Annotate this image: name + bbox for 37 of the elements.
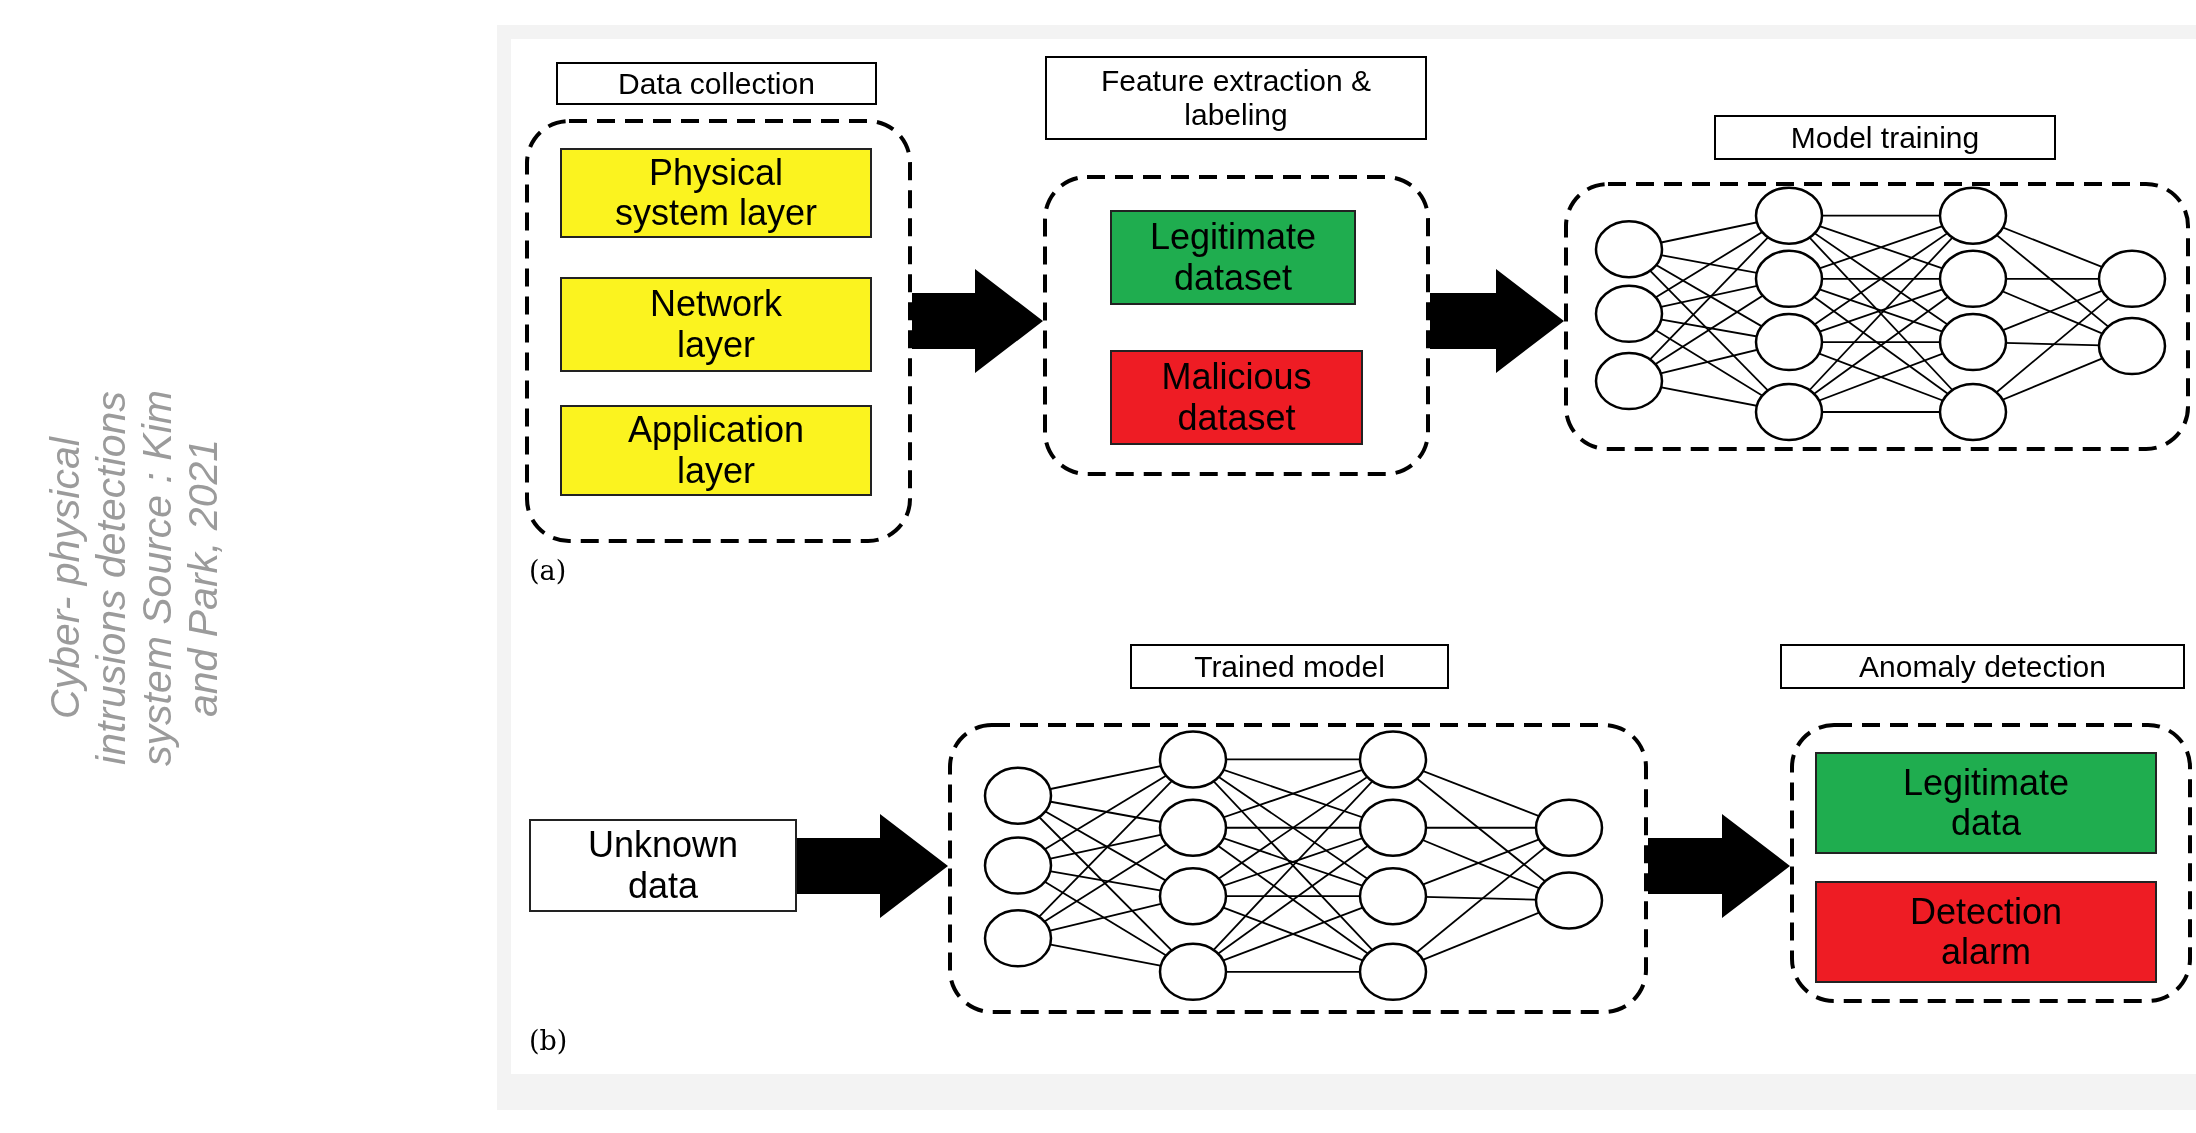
input-box (529, 819, 797, 912)
stage-label-box (1130, 644, 1449, 689)
dashed-group (525, 119, 912, 543)
box-label: Application layer (626, 410, 806, 491)
dashed-group (1043, 175, 1430, 476)
box-label: Detection alarm (1908, 891, 2064, 973)
dataset-box (1815, 881, 2157, 983)
dataset-box (1110, 350, 1363, 445)
box-label: Anomaly detection (1858, 649, 2107, 684)
box-label: Unknown data (586, 825, 740, 906)
stage-label-box (1714, 115, 2056, 160)
box-label: Malicious dataset (1160, 357, 1313, 438)
dataset-box (1815, 752, 2157, 854)
layer-box (560, 277, 872, 372)
arrow (1648, 814, 1790, 918)
arrow (1430, 269, 1564, 373)
panel-label: (a) (529, 555, 567, 586)
box-label: Legitimate data (1901, 762, 2071, 844)
arrow (797, 814, 948, 918)
box-label: Feature extraction & labeling (1099, 64, 1373, 132)
box-label: Model training (1789, 120, 1981, 155)
dashed-group (1790, 723, 2192, 1003)
stage-label-box (1045, 56, 1427, 140)
layer-box (560, 148, 872, 238)
dashed-group (948, 723, 1648, 1014)
dataset-box (1110, 210, 1356, 305)
box-label: Physical system layer (613, 152, 818, 234)
stage-label-box (556, 62, 877, 105)
box-label: Legitimate dataset (1148, 217, 1318, 298)
panel-label: (b) (529, 1025, 568, 1056)
stage-label-box (1780, 644, 2185, 689)
arrow (912, 269, 1043, 373)
layer-box (560, 405, 872, 496)
box-label: Trained model (1193, 649, 1386, 684)
box-label: Data collection (617, 66, 816, 101)
box-label: Network layer (649, 284, 783, 365)
caption: Cyber- physical intrusions detections system Source : Kim and Park, 2021 (41, 389, 227, 768)
